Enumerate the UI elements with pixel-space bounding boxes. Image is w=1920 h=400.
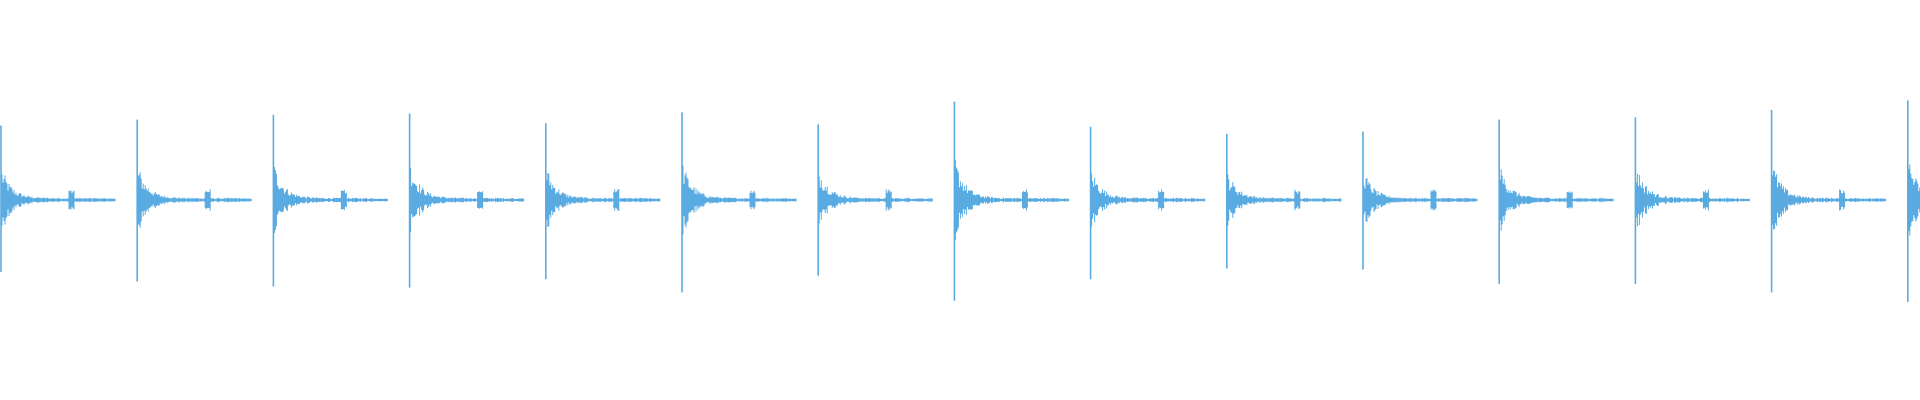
transient-9 (1089, 126, 1206, 280)
transient-decay (1091, 173, 1206, 227)
transient-12 (1498, 119, 1614, 284)
transient-decay (1363, 178, 1478, 222)
transient-decay (954, 160, 1069, 240)
transient-5 (544, 123, 661, 280)
transient-1 (0, 125, 116, 272)
transient-10 (1226, 134, 1342, 269)
transient-decay (273, 166, 388, 234)
transient-decay (682, 165, 797, 235)
transient-14 (1770, 110, 1887, 293)
transient-13 (1634, 117, 1750, 284)
transient-decay (137, 172, 252, 228)
transient-decay (410, 167, 525, 233)
transient-decay (1908, 164, 1920, 236)
transient-15 (1907, 100, 1920, 302)
transient-decay (818, 176, 933, 224)
transient-4 (408, 113, 525, 288)
transient-decay (1635, 173, 1750, 227)
transient-decay (1772, 170, 1887, 230)
transient-decay (1499, 169, 1614, 231)
waveform-transients (0, 100, 1920, 302)
transient-decay (1, 174, 116, 226)
transient-8 (953, 101, 1069, 301)
transient-decay (546, 173, 661, 227)
transient-2 (136, 119, 252, 282)
transient-3 (272, 114, 388, 287)
transient-7 (817, 124, 933, 276)
transient-11 (1362, 131, 1478, 270)
transient-6 (681, 112, 797, 293)
transient-decay (1227, 174, 1342, 226)
